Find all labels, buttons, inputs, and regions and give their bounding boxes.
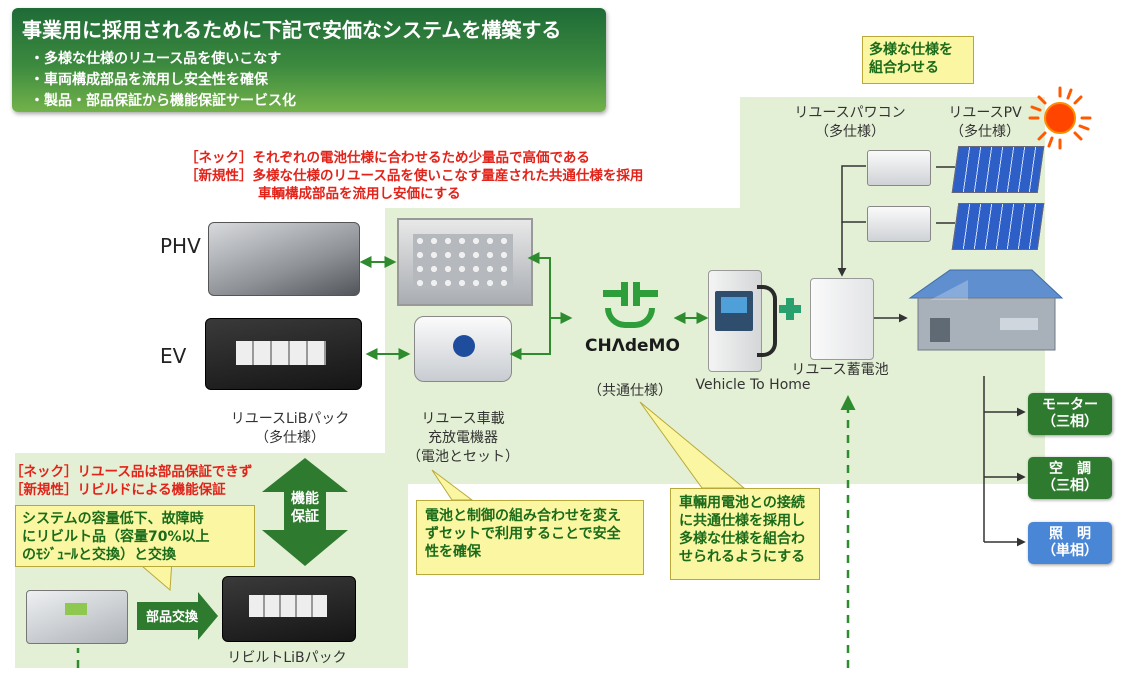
- charger-label: リユース車載 充放電機器 （電池とセット）: [398, 410, 528, 467]
- battery-module-photo: [397, 218, 533, 306]
- rebuild-callout-line1: システムの容量低下、故障時: [22, 511, 204, 527]
- load-motor-phase: （三相）: [1042, 414, 1098, 430]
- common-spec-callout-line4: せられるようにする: [679, 549, 806, 565]
- parts-exchange-label: 部品交換: [145, 610, 198, 625]
- combine-callout-line2: 組合わせる: [869, 60, 939, 76]
- chademo-note: （共通仕様）: [588, 383, 672, 399]
- neck-bottom-line1: ［ネック］リユース品は部品保証できず: [10, 464, 253, 480]
- rebuild-callout: システムの容量低下、故障時 にリビルト品（容量70%以上 のﾓｼﾞｭｰﾙと交換）…: [15, 505, 255, 567]
- set-safety-callout-line1: 電池と制御の組み合わせを変え: [425, 508, 621, 524]
- common-spec-callout-line1: 車輛用電池との接続: [679, 495, 805, 511]
- rebuilt-battery-pack-image: [222, 576, 356, 642]
- bullet-3: ・製品・部品保証から機能保証サービス化: [30, 93, 296, 109]
- function-guarantee-line2: 保証: [291, 509, 319, 525]
- load-aircon: 空 調 （三相）: [1028, 457, 1112, 499]
- load-lighting: 照 明 （単相）: [1028, 522, 1112, 564]
- set-safety-callout-line2: ずセットで利用することで安全: [425, 526, 621, 542]
- title-box: 事業用に採用されるために下記で安価なシステムを構築する ・多様な仕様のリユース品…: [12, 8, 606, 112]
- chademo-logo: CHΛdeMO: [585, 280, 680, 370]
- load-lighting-phase: （単相）: [1042, 543, 1098, 559]
- reuse-pv-panel-2: [951, 203, 1045, 250]
- ev-battery-pack-image: [205, 318, 362, 390]
- onboard-charger-image: [414, 316, 512, 382]
- charger-label-line2: 充放電機器: [428, 430, 498, 446]
- reuse-pcs-unit-2: [867, 206, 931, 242]
- reuse-pcs-label-line1: リユースパワコン: [794, 105, 906, 121]
- combine-callout-line1: 多様な仕様を: [869, 42, 953, 58]
- phv-label: PHV: [160, 234, 201, 258]
- v2h-charger-image: [708, 270, 762, 372]
- load-aircon-phase: （三相）: [1042, 478, 1098, 494]
- charger-label-line1: リユース車載: [421, 411, 505, 427]
- battery-module-silver-image: [26, 590, 128, 644]
- load-motor: モーター （三相）: [1028, 393, 1112, 435]
- combine-callout: 多様な仕様を 組合わせる: [862, 36, 974, 84]
- rebuild-callout-line3: のﾓｼﾞｭｰﾙと交換）と交換: [22, 547, 176, 563]
- function-guarantee-line1: 機能: [291, 491, 319, 507]
- set-safety-callout-line3: 性を確保: [425, 544, 481, 560]
- neck-top-line2: ［新規性］多様な仕様のリユース品を使いこなす量産された共通仕様を採用: [185, 168, 644, 184]
- neck-top-line1: ［ネック］それぞれの電池仕様に合わせるため少量品で高価である: [185, 150, 590, 166]
- reuse-lib-label: リユースLiBパック （多仕様）: [215, 410, 365, 448]
- common-spec-callout-line3: 多様な仕様を組合わ: [679, 531, 805, 547]
- charger-label-line3: （電池とセット）: [407, 449, 519, 465]
- load-lighting-name: 照 明: [1049, 526, 1091, 542]
- ev-label: EV: [160, 344, 187, 368]
- common-spec-callout-line2: に共通仕様を採用し: [679, 513, 805, 529]
- phv-battery-pack-image: [208, 222, 360, 296]
- reuse-lib-label-line1: リユースLiBパック: [230, 411, 350, 427]
- reuse-pv-label: リユースPV （多仕様）: [935, 104, 1035, 142]
- neck-top-line3: 車輌構成部品を流用し安価にする: [258, 186, 461, 202]
- function-guarantee-text: 機能 保証: [283, 490, 327, 526]
- rebuild-callout-line2: にリビルト品（容量70%以上: [22, 529, 210, 545]
- common-spec-callout: 車輛用電池との接続 に共通仕様を採用し 多様な仕様を組合わ せられるようにする: [670, 488, 820, 580]
- bullet-2: ・車両構成部品を流用し安全性を確保: [30, 72, 268, 88]
- plus-icon: [779, 298, 801, 320]
- title-text: 事業用に採用されるために下記で安価なシステムを構築する: [22, 18, 562, 42]
- reuse-storage-battery-image: [810, 278, 874, 360]
- rebuilt-label: リビルトLiBパック: [227, 650, 347, 666]
- load-aircon-name: 空 調: [1049, 461, 1091, 477]
- chademo-text: CHΛdeMO: [585, 336, 680, 356]
- charging-cable-icon: [757, 285, 777, 357]
- reuse-pv-label-line1: リユースPV: [948, 105, 1022, 121]
- neck-bottom-line2: ［新規性］リビルドによる機能保証: [10, 482, 226, 498]
- load-motor-name: モーター: [1042, 397, 1098, 413]
- reuse-pv-label-line2: （多仕様）: [950, 124, 1020, 140]
- chademo-mark-icon: [597, 280, 663, 332]
- storage-label: リユース蓄電池: [791, 362, 889, 378]
- reuse-pcs-label: リユースパワコン （多仕様）: [775, 104, 925, 142]
- reuse-pv-panel-1: [951, 146, 1045, 193]
- reuse-pcs-label-line2: （多仕様）: [815, 124, 885, 140]
- v2h-label: Vehicle To Home: [695, 377, 811, 393]
- bullet-1: ・多様な仕様のリユース品を使いこなす: [30, 51, 282, 67]
- system-area-right: [885, 150, 1045, 484]
- reuse-lib-label-line2: （多仕様）: [255, 430, 325, 446]
- set-safety-callout: 電池と制御の組み合わせを変え ずセットで利用することで安全 性を確保: [416, 500, 644, 575]
- reuse-pcs-unit-1: [867, 150, 931, 186]
